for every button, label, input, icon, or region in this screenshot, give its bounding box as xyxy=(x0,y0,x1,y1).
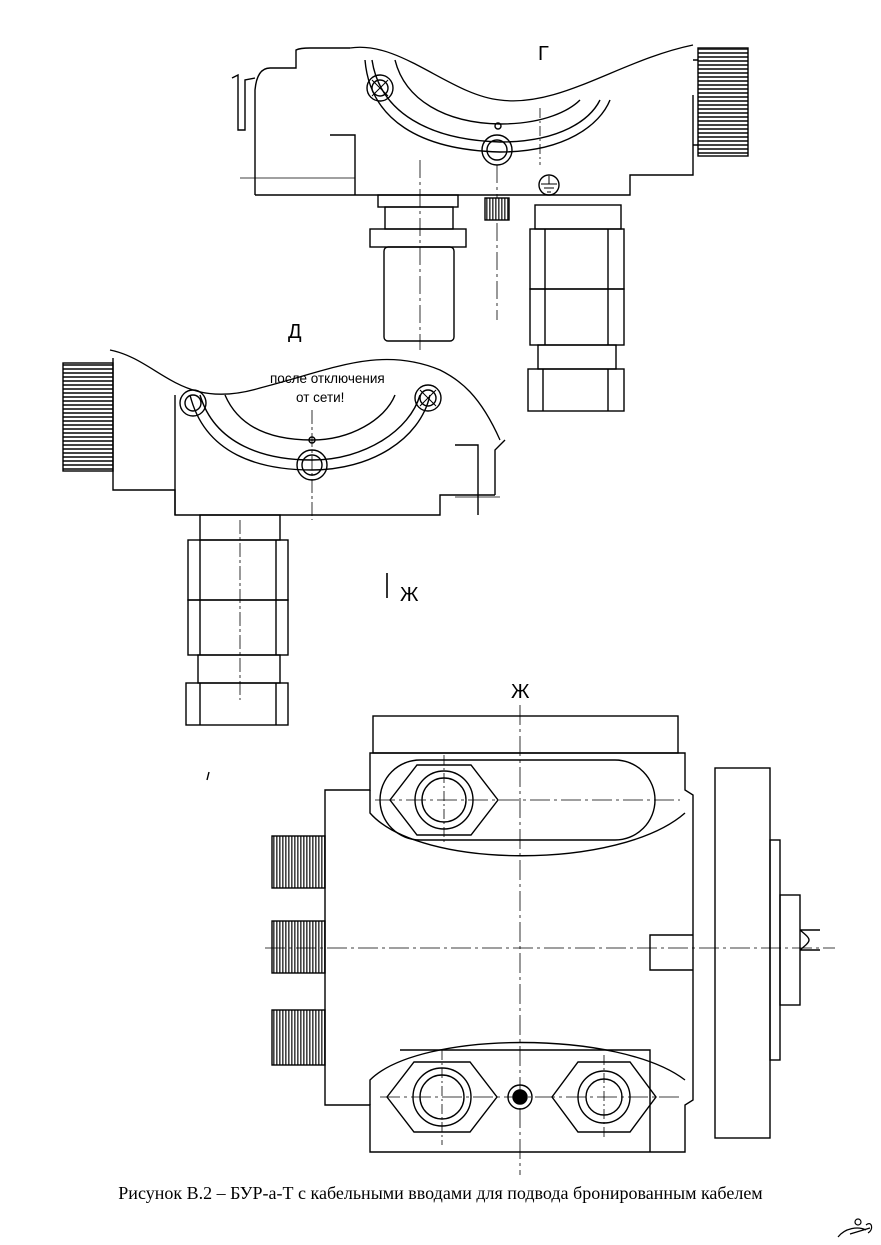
section-label-zh: Ж xyxy=(400,584,419,606)
cable-gland-g-right xyxy=(527,204,625,412)
signature-mark xyxy=(837,1218,873,1238)
warning-line-2: от сети! xyxy=(296,390,344,405)
warning-line-1: после отключения xyxy=(270,371,385,386)
view-label-zh: Ж xyxy=(511,681,530,703)
view-label-d: Д xyxy=(288,321,302,343)
view-label-g: Г xyxy=(538,43,549,65)
figure-caption: Рисунок В.2 – БУР-а-Т с кабельными ввода… xyxy=(118,1183,763,1203)
view-zh xyxy=(206,705,835,1175)
view-d xyxy=(62,349,506,726)
view-g xyxy=(231,44,749,412)
cable-gland-d xyxy=(185,514,289,726)
